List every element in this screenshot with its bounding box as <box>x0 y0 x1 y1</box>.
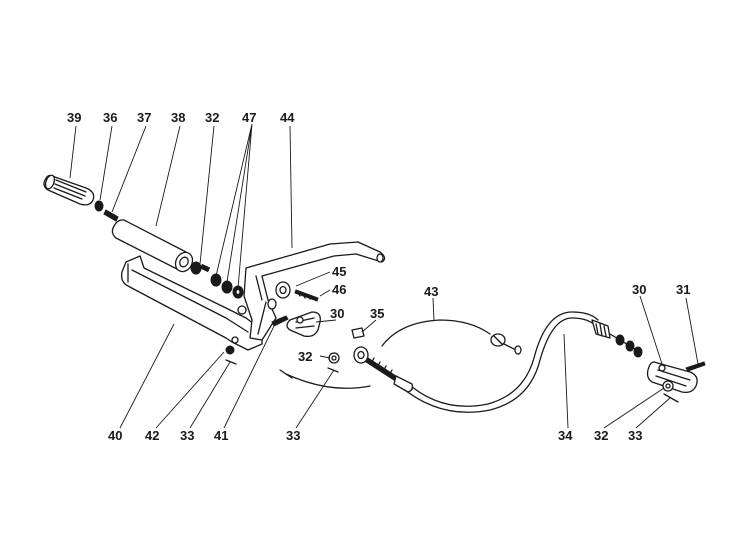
callout-36: 36 <box>103 110 117 125</box>
callout-33: 33 <box>180 428 194 443</box>
callout-41: 41 <box>214 428 228 443</box>
bolt-35 <box>351 327 365 339</box>
rod-right <box>609 333 643 358</box>
callout-42: 42 <box>145 428 159 443</box>
callouts: 39 36 37 38 32 47 44 45 46 30 35 43 32 3… <box>67 110 690 443</box>
callout-46: 46 <box>332 282 346 297</box>
nut-right <box>662 380 679 403</box>
callout-35: 35 <box>370 306 384 321</box>
callout-32: 32 <box>298 349 312 364</box>
callout-47: 47 <box>242 110 256 125</box>
bracket-arm <box>120 255 263 351</box>
callout-34: 34 <box>558 428 573 443</box>
nut-middle <box>328 352 340 364</box>
callout-32: 32 <box>205 110 219 125</box>
callout-45: 45 <box>332 264 346 279</box>
callout-44: 44 <box>280 110 295 125</box>
callout-43: 43 <box>424 284 438 299</box>
cable-wire <box>279 319 522 389</box>
leader-lines <box>69 123 699 429</box>
rod-end <box>353 346 397 381</box>
callout-30: 30 <box>632 282 646 297</box>
roller-tube <box>111 219 194 273</box>
nut-stack <box>190 261 244 299</box>
callout-33: 33 <box>286 428 300 443</box>
washer-lower <box>225 345 237 365</box>
split-pin <box>327 367 339 373</box>
cable-sheath <box>393 311 611 413</box>
washer <box>94 200 104 212</box>
handle-grip <box>43 174 95 206</box>
callout-33: 33 <box>628 428 642 443</box>
pedal-lever <box>243 241 386 341</box>
callout-40: 40 <box>108 428 122 443</box>
bolt <box>294 289 319 302</box>
clevis-right <box>646 361 698 394</box>
pin <box>271 315 289 327</box>
clevis-left <box>286 311 321 338</box>
callout-30: 30 <box>330 306 344 321</box>
callout-39: 39 <box>67 110 81 125</box>
pin-31 <box>685 361 706 372</box>
callout-31: 31 <box>676 282 690 297</box>
spring-bolt <box>103 209 119 222</box>
callout-32: 32 <box>594 428 608 443</box>
callout-38: 38 <box>171 110 185 125</box>
callout-37: 37 <box>137 110 151 125</box>
